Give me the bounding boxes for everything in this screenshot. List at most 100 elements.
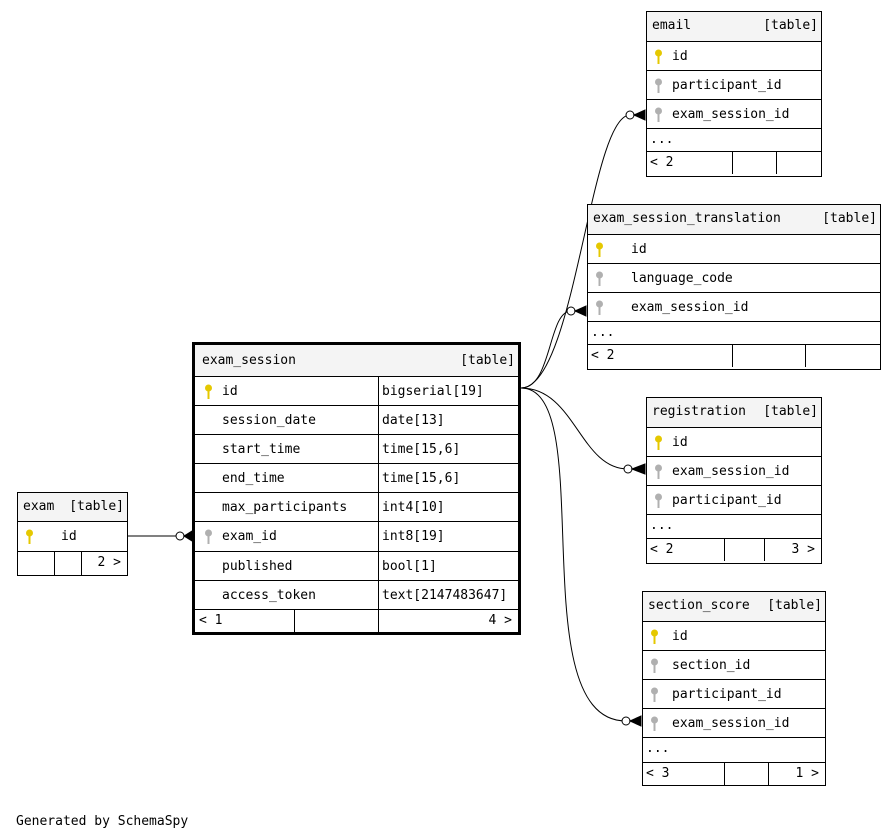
column-row-access-token[interactable]: access_token text[2147483647] <box>195 581 518 610</box>
column-name: max_participants <box>222 500 348 515</box>
children-count[interactable]: 1 > <box>795 766 819 781</box>
foreign-key-icon <box>655 78 662 93</box>
table-header[interactable]: exam_session [table] <box>195 345 518 377</box>
column-row-exam-session-id[interactable]: exam_session_id <box>643 709 825 738</box>
foreign-key-icon <box>596 300 603 315</box>
column-row-participant-id[interactable]: participant_id <box>643 680 825 709</box>
primary-key-icon <box>651 629 658 644</box>
children-count[interactable]: 4 > <box>488 613 512 628</box>
table-name: exam_session_translation <box>593 211 781 226</box>
column-type: date[13] <box>382 413 445 428</box>
table-name: exam <box>23 499 55 514</box>
column-name: exam_id <box>222 529 277 544</box>
table-footer: < 2 <box>588 345 880 367</box>
column-name: language_code <box>631 271 733 286</box>
primary-key-icon <box>205 384 212 399</box>
parents-count[interactable]: < 2 <box>650 542 674 557</box>
table-exam-session[interactable]: exam_session [table] id bigserial[19] se… <box>192 342 521 635</box>
column-row-id[interactable]: id <box>647 428 821 457</box>
column-type: bool[1] <box>382 559 437 574</box>
parents-count[interactable]: < 3 <box>646 766 670 781</box>
table-registration[interactable]: registration [table] id exam_session_id … <box>646 397 822 564</box>
table-header[interactable]: exam [table] <box>18 493 127 522</box>
column-row-language-code[interactable]: language_code <box>588 264 880 293</box>
table-header[interactable]: email [table] <box>647 12 821 42</box>
parents-count[interactable]: < 2 <box>650 155 674 170</box>
parents-count[interactable]: < 1 <box>199 613 223 628</box>
table-type-label: [table] <box>763 18 818 33</box>
column-name: start_time <box>222 442 301 457</box>
column-row-id[interactable]: id <box>588 235 880 264</box>
column-type: time[15,6] <box>382 442 461 457</box>
table-footer: < 1 4 > <box>195 610 518 632</box>
foreign-key-icon <box>655 107 662 122</box>
foreign-key-icon <box>651 687 658 702</box>
column-name: access_token <box>222 588 316 603</box>
table-section-score[interactable]: section_score [table] id section_id part… <box>642 591 826 786</box>
table-type-label: [table] <box>767 598 822 613</box>
foreign-key-icon <box>651 658 658 673</box>
column-row-exam-session-id[interactable]: exam_session_id <box>588 293 880 322</box>
foreign-key-icon <box>596 271 603 286</box>
table-exam[interactable]: exam [table] id 2 > <box>17 492 128 576</box>
table-footer: < 2 <box>647 152 821 174</box>
table-header[interactable]: exam_session_translation [table] <box>588 205 880 235</box>
foreign-key-icon <box>205 529 212 544</box>
foreign-key-icon <box>655 464 662 479</box>
table-exam-session-translation[interactable]: exam_session_translation [table] id lang… <box>587 204 881 370</box>
relationship-translation-exam-session <box>520 310 572 389</box>
column-name: participant_id <box>672 687 782 702</box>
foreign-key-icon <box>655 493 662 508</box>
table-name: registration <box>652 404 746 419</box>
table-footer: 2 > <box>18 552 127 575</box>
more-columns: ... <box>647 129 821 152</box>
primary-key-icon <box>26 529 33 544</box>
column-row-id[interactable]: id <box>643 622 825 651</box>
column-row-exam-id[interactable]: exam_id int8[19] <box>195 522 518 552</box>
column-name: end_time <box>222 471 285 486</box>
column-row-participant-id[interactable]: participant_id <box>647 71 821 100</box>
column-row-session-date[interactable]: session_date date[13] <box>195 406 518 435</box>
column-name: exam_session_id <box>672 716 790 731</box>
column-row-start-time[interactable]: start_time time[15,6] <box>195 435 518 464</box>
column-name: session_date <box>222 413 316 428</box>
column-name: id <box>672 49 688 64</box>
column-row-published[interactable]: published bool[1] <box>195 552 518 581</box>
table-header[interactable]: section_score [table] <box>643 592 825 622</box>
column-row-id[interactable]: id <box>18 522 127 552</box>
column-name: id <box>631 242 647 257</box>
relationship-email-exam-session <box>520 114 631 389</box>
table-name: section_score <box>648 598 750 613</box>
more-columns: ... <box>588 322 880 345</box>
relationship-section-score-exam-session <box>520 387 627 722</box>
column-row-max-participants[interactable]: max_participants int4[10] <box>195 493 518 522</box>
table-type-label: [table] <box>822 211 877 226</box>
column-type: int4[10] <box>382 500 445 515</box>
column-name: participant_id <box>672 493 782 508</box>
parents-count[interactable]: < 2 <box>591 348 615 363</box>
column-name: exam_session_id <box>631 300 749 315</box>
column-row-section-id[interactable]: section_id <box>643 651 825 680</box>
column-row-id[interactable]: id <box>647 42 821 71</box>
children-count[interactable]: 3 > <box>791 542 815 557</box>
column-row-id[interactable]: id bigserial[19] <box>195 377 518 406</box>
column-row-participant-id[interactable]: participant_id <box>647 486 821 515</box>
column-row-end-time[interactable]: end_time time[15,6] <box>195 464 518 493</box>
foreign-key-icon <box>651 716 658 731</box>
more-columns: ... <box>643 738 825 763</box>
column-type: text[2147483647] <box>382 588 508 603</box>
primary-key-icon <box>655 49 662 64</box>
table-header[interactable]: registration [table] <box>647 398 821 428</box>
column-name: section_id <box>672 658 751 673</box>
table-name: email <box>652 18 692 33</box>
more-columns: ... <box>647 515 821 539</box>
table-type-label: [table] <box>460 353 515 368</box>
table-email[interactable]: email [table] id participant_id exam_ses… <box>646 11 822 177</box>
children-count[interactable]: 2 > <box>97 555 121 570</box>
column-name: published <box>222 559 293 574</box>
column-row-exam-session-id[interactable]: exam_session_id <box>647 100 821 129</box>
column-name: id <box>222 384 238 399</box>
column-row-exam-session-id[interactable]: exam_session_id <box>647 457 821 486</box>
table-name: exam_session <box>202 353 296 368</box>
